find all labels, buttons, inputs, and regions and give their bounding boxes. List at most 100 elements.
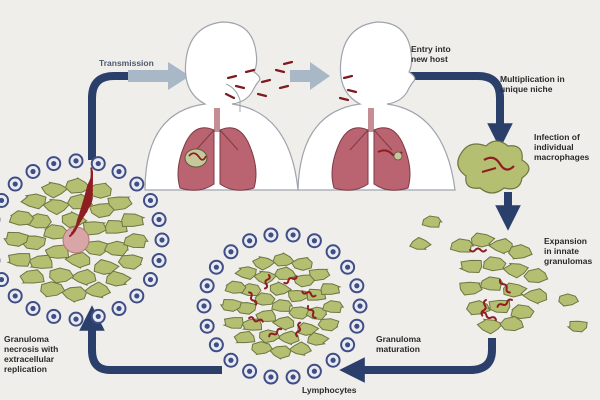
lungs-icon [331,108,411,191]
macrophage-cell [488,238,514,255]
macrophage-cell [287,289,309,303]
macrophage-cell [44,244,70,259]
label-multiplication: Multiplication in unique niche [500,74,565,94]
macrophage-cell [522,288,548,305]
macrophage-cell [271,316,295,331]
bacteria-icon [301,290,317,298]
macrophage-cell [121,213,146,227]
bacteria-icon [496,298,513,308]
macrophage-cell [3,231,29,247]
macrophage-cell [251,341,274,356]
macrophage-cell [502,262,530,279]
bacteria-icon [469,247,487,253]
cycle-arrow-top-right [392,72,513,149]
macrophage-cell [272,252,295,267]
macrophage-cell [269,281,293,296]
cycle-arrow-bottom-left [79,305,222,374]
macrophage-cell [292,274,316,288]
bacteria-icon [295,321,302,338]
macrophage-cell [288,306,311,320]
macrophage-cell [317,318,340,332]
macrophage-cell [499,315,525,332]
granuloma-icon [409,215,588,335]
macrophage-cell [219,298,242,312]
macrophage-cell [233,330,256,344]
macrophage-cell [60,286,88,303]
label-necrosis: Granuloma necrosis with extracellular re… [4,334,59,374]
macrophage-cell [82,221,108,236]
macrophage-cell [40,181,69,199]
macrophage-cell [269,345,292,360]
droplets [224,60,358,102]
macrophage-cell [510,304,535,320]
macrophage-cell [224,280,247,294]
macrophage-cell [88,202,115,219]
bacteria-icon [263,274,271,290]
macrophage-cell [274,266,297,280]
bacteria-icon [283,275,298,285]
granuloma-icon [0,153,170,327]
bacteria-icon [480,311,497,321]
macrophage-cell [296,322,320,336]
label-entry: Entry into new host [411,44,451,64]
cycle-arrow-left-up [88,72,140,160]
macrophage-cell [290,256,313,271]
macrophage-cell [486,299,511,314]
macrophage-cell [459,281,483,296]
macrophage-cell [49,267,75,284]
macrophage-cell [523,267,549,284]
macrophage-cell [251,256,276,271]
macrophage-cell [253,292,276,306]
label-infection: Infection of individual macrophages [534,132,590,162]
macrophage-cell [8,210,35,226]
macrophage-cell [421,215,443,228]
macrophage-cell [409,236,432,250]
macrophage-cell [508,244,533,260]
label-maturation: Granuloma maturation [376,334,421,354]
label-lymphocytes: Lymphocytes [302,385,357,395]
transmission-arrow-2 [290,62,330,90]
macrophage-cell [308,268,331,282]
macrophage-cell [105,270,132,287]
macrophage-cell [322,300,345,314]
bacteria-icon [268,327,283,338]
macrophage-cell [117,254,144,270]
lungs-icon [177,108,257,191]
label-transmission: Transmission [99,58,154,68]
macrophage-cell [458,259,483,274]
macrophage-cell [558,293,580,307]
bacteria-icon [248,316,264,323]
macrophage-cell [19,269,45,284]
granuloma-icon [196,227,368,385]
macrophage-cell [479,276,505,291]
macrophage-cell [482,256,507,272]
macrophage-cell [64,177,92,194]
bacteria-icon [306,305,317,319]
macrophage-cell [69,268,97,286]
macrophage-cell [40,281,66,298]
macrophage-cell [320,283,342,295]
macrophage-cell [307,332,330,346]
bacteria-icon [248,291,258,306]
macrophage-cell [234,266,257,280]
label-expansion: Expansion in innate granulomas [544,236,593,266]
macrophage-cell [103,240,129,257]
macrophage-cell [64,251,91,269]
macrophage-cell [288,341,313,356]
macrophage-cell [470,232,496,248]
macrophage-cell [28,254,53,269]
cycle-arrow-bottom-right [339,338,496,383]
macrophage-icon [457,140,530,194]
bacteria-icon [498,279,511,294]
macrophage-cell [83,281,112,299]
macrophage-cell [123,233,149,249]
macrophage-cell [276,330,300,346]
macrophage-cell [476,318,504,335]
macrophage-cell [20,193,47,210]
macrophage-cell [502,282,528,298]
macrophage-cell [42,198,71,216]
macrophage-cell [566,320,588,333]
macrophage-cell [93,259,120,275]
